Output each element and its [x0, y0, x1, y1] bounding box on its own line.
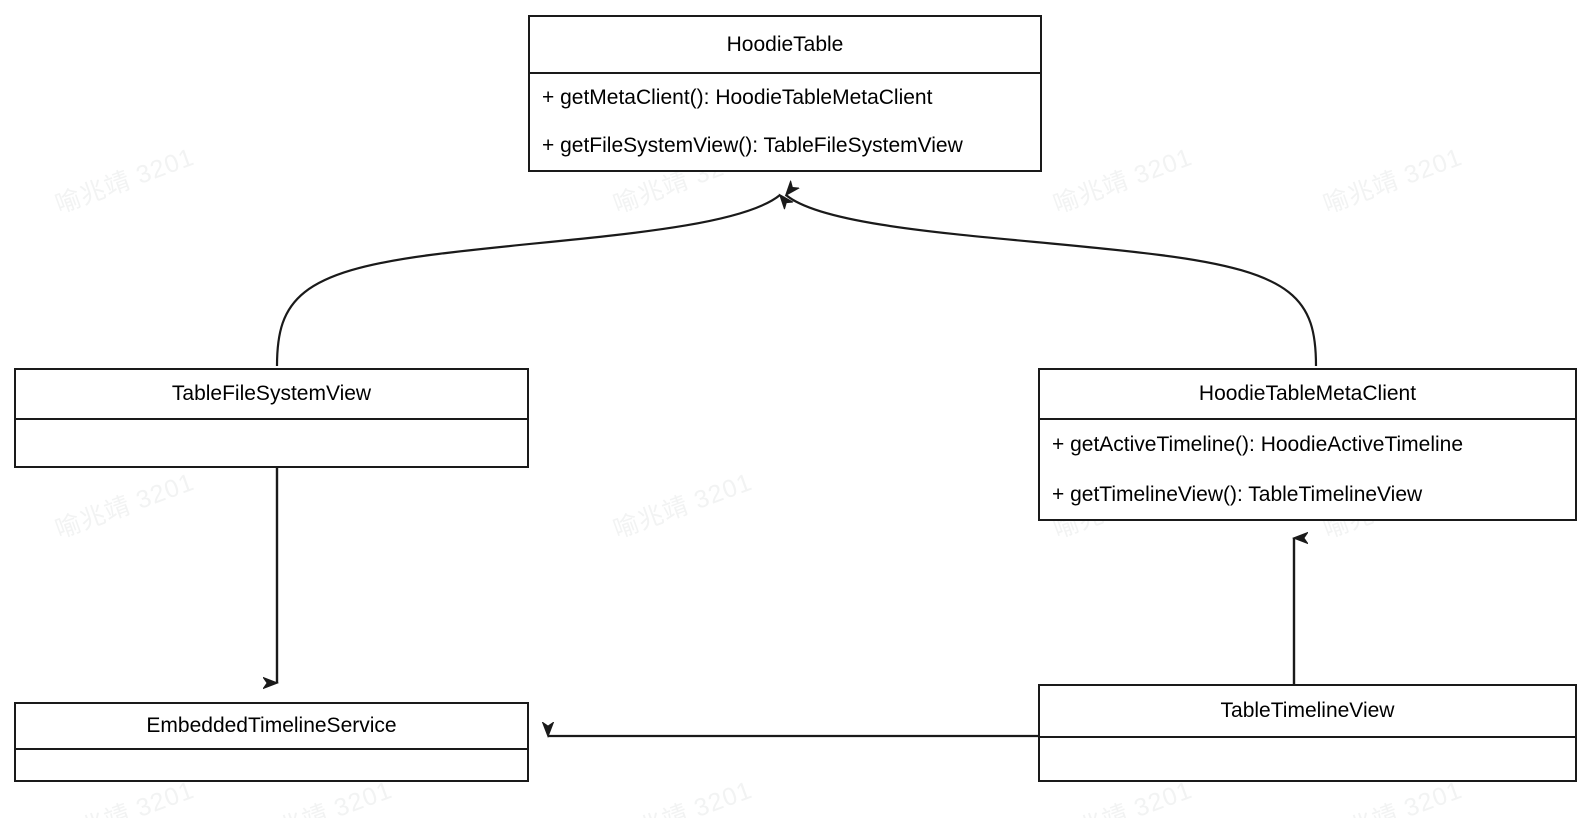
class-name-embedded-timeline-service: EmbeddedTimelineService [16, 704, 527, 750]
watermark-text: 喻兆靖 3201 [1049, 143, 1197, 220]
class-members-table-timeline-view [1040, 738, 1575, 780]
class-member: + getActiveTimeline(): HoodieActiveTimel… [1052, 433, 1464, 457]
uml-class-embedded-timeline-service[interactable]: EmbeddedTimelineService [14, 702, 529, 782]
class-member: + getMetaClient(): HoodieTableMetaClient [542, 86, 933, 110]
class-members-embedded-timeline-service [16, 750, 527, 780]
class-members-table-file-system-view [16, 420, 527, 466]
uml-class-hoodie-table-meta-client[interactable]: HoodieTableMetaClient + getActiveTimeline… [1038, 368, 1577, 521]
uml-class-table-file-system-view[interactable]: TableFileSystemView [14, 368, 529, 468]
watermark-text: 喻兆靖 3201 [609, 468, 757, 545]
edge-file-system-view-to-hoodie-table [275, 195, 780, 367]
watermark-text: 喻兆靖 3201 [609, 776, 757, 818]
watermark-text: 喻兆靖 3201 [1319, 143, 1467, 220]
edge-meta-client-to-hoodie-table [786, 195, 1318, 367]
class-members-hoodie-table-meta-client: + getActiveTimeline(): HoodieActiveTimel… [1040, 420, 1575, 519]
class-member: + getTimelineView(): TableTimelineView [1052, 482, 1423, 506]
class-member: + getFileSystemView(): TableFileSystemVi… [542, 134, 963, 158]
uml-class-hoodie-table[interactable]: HoodieTable+ getMetaClient(): HoodieTabl… [528, 15, 1042, 172]
class-name-table-file-system-view: TableFileSystemView [16, 370, 527, 420]
watermark-text: 喻兆靖 3201 [51, 143, 199, 220]
uml-class-table-timeline-view[interactable]: TableTimelineView [1038, 684, 1577, 782]
class-name-table-timeline-view: TableTimelineView [1040, 686, 1575, 738]
class-members-hoodie-table: + getMetaClient(): HoodieTableMetaClient… [530, 74, 1040, 170]
watermark-text: 喻兆靖 3201 [51, 468, 199, 545]
class-name-hoodie-table-meta-client: HoodieTableMetaClient [1040, 370, 1575, 420]
class-name-hoodie-table: HoodieTable [530, 17, 1040, 74]
